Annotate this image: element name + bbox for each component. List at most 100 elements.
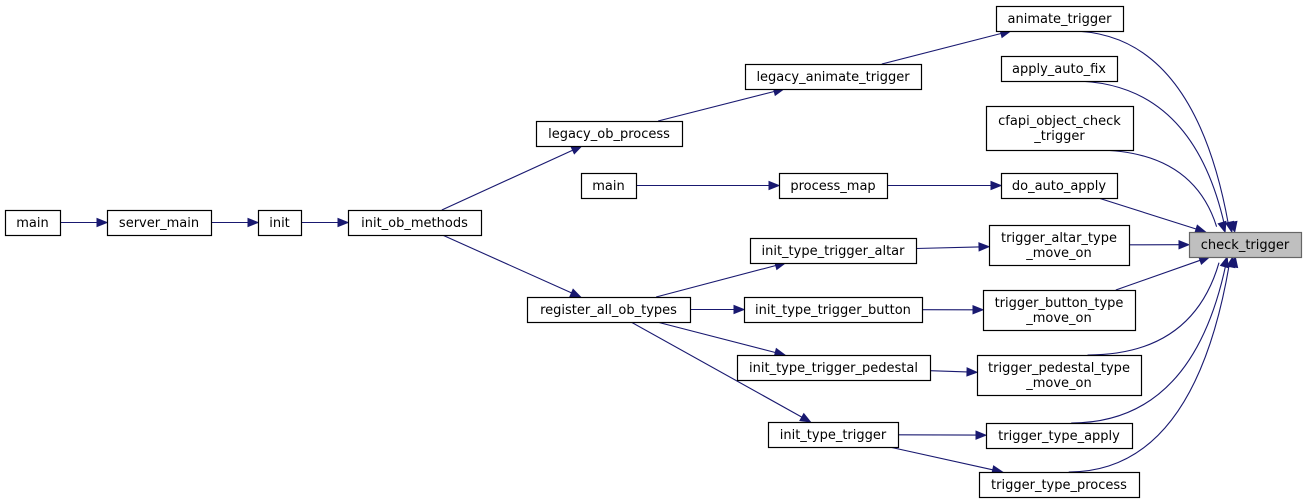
node-main-1[interactable]: main [4,209,62,237]
node-box[interactable] [778,172,889,200]
node-trigger-altar-type-move-on[interactable]: trigger_altar_type_move_on [988,224,1131,267]
node-label: register_all_ob_types [540,303,677,318]
node-label: trigger_altar_type [1001,231,1117,246]
node-label: init_ob_methods [361,216,468,231]
node-trigger-pedestal-type-move-on[interactable]: trigger_pedestal_type_move_on [976,354,1143,397]
node-legacy-animate-trigger[interactable]: legacy_animate_trigger [744,63,923,91]
node-animate-trigger[interactable]: animate_trigger [995,5,1125,33]
node-init-type-trigger[interactable]: init_type_trigger [767,421,900,449]
node-label: check_trigger [1201,238,1290,253]
node-label: init [269,216,290,231]
node-box[interactable] [1188,231,1303,259]
node-box[interactable] [535,120,684,148]
edge-register_all_ob_types-to-init_type_trigger [630,321,803,418]
edge-do_auto_apply-to-check_trigger [1098,197,1197,230]
node-box[interactable] [749,237,918,265]
node-trigger-button-type-move-on[interactable]: trigger_button_type_move_on [982,289,1137,332]
node-box[interactable] [1000,172,1119,200]
node-label: _move_on [1025,376,1092,391]
node-label: _move_on [1025,246,1092,261]
node-box[interactable] [743,296,924,324]
node-box[interactable] [1000,55,1119,83]
node-box[interactable] [4,209,62,237]
node-apply-auto-fix[interactable]: apply_auto_fix [1000,55,1119,83]
node-box[interactable] [347,209,483,237]
arrowhead-main_1-to-server_main [96,217,109,228]
graph-nodes: check_trigger animate_trigger apply_auto_f… [4,5,1303,499]
node-label: main [592,179,624,194]
node-box[interactable] [988,224,1131,267]
node-label: legacy_ob_process [548,127,670,142]
node-label: init_type_trigger_button [755,303,911,318]
arrowhead-do_auto_apply-to-check_trigger [1194,224,1207,234]
node-label: _move_on [1025,311,1092,326]
node-main-2[interactable]: main [580,172,638,200]
node-label: _trigger [1033,129,1085,144]
arrowhead-init-to-init_ob_methods [337,217,350,228]
node-label: trigger_type_apply [998,429,1120,444]
edge-trigger_type_apply-to-check_trigger [1071,264,1227,424]
node-box[interactable] [976,354,1143,397]
node-box[interactable] [526,296,692,324]
node-box[interactable] [744,63,923,91]
node-label: server_main [119,216,199,231]
node-label: cfapi_object_check [998,114,1121,129]
edge-animate_trigger-to-check_trigger [1069,30,1229,225]
node-box[interactable] [978,471,1141,499]
node-box[interactable] [580,172,638,200]
node-label: animate_trigger [1008,12,1113,27]
arrowhead-init_ob_methods-to-register_all_ob_types [569,288,582,298]
edge-trigger_type_process-to-check_trigger [1068,264,1230,473]
edge-trigger_button_type_move_on-to-check_trigger [1115,259,1201,291]
arrowhead-init_type_trigger_button-to-trigger_button_type_move_on [972,305,985,315]
edge-legacy_ob_process-to-legacy_animate_trigger [657,90,775,122]
arrowhead-main_2-to-process_map [768,180,781,191]
node-label: trigger_type_process [991,478,1127,493]
edge-cfapi_object_check_trigger-to-check_trigger [1094,149,1218,227]
node-init[interactable]: init [257,209,303,237]
node-label: trigger_pedestal_type [988,361,1130,376]
node-label: do_auto_apply [1012,179,1107,194]
node-check-trigger[interactable]: check_trigger [1188,231,1303,259]
node-trigger-type-process[interactable]: trigger_type_process [978,471,1141,499]
node-label: legacy_animate_trigger [756,70,910,85]
node-box[interactable] [257,209,303,237]
node-do-auto-apply[interactable]: do_auto_apply [1000,172,1119,200]
node-box[interactable] [985,105,1135,152]
arrowhead-register_all_ob_types-to-init_type_trigger [799,412,812,423]
node-init-ob-methods[interactable]: init_ob_methods [347,209,483,237]
node-label: init_type_trigger_altar [762,244,906,259]
node-server-main[interactable]: server_main [106,209,213,237]
node-cfapi-object-check-trigger[interactable]: cfapi_object_check_trigger [985,105,1135,152]
node-label: trigger_button_type [995,296,1124,311]
node-label: main [16,216,48,231]
node-legacy-ob-process[interactable]: legacy_ob_process [535,120,684,148]
node-process-map[interactable]: process_map [778,172,889,200]
arrowhead-init_type_trigger_pedestal-to-trigger_pedestal_type_move_on [966,367,979,377]
edge-init_ob_methods-to-register_all_ob_types [442,234,572,294]
node-init-type-trigger-pedestal[interactable]: init_type_trigger_pedestal [736,354,932,382]
edge-init_type_trigger_pedestal-to-trigger_pedestal_type_move_on [929,370,968,373]
node-box[interactable] [982,289,1137,332]
node-box[interactable] [736,354,932,382]
node-register-all-ob-types[interactable]: register_all_ob_types [526,296,692,324]
arrowhead-server_main-to-init [247,217,260,228]
node-label: apply_auto_fix [1012,62,1106,77]
edge-init_type_trigger-to-trigger_type_process [889,446,993,471]
node-trigger-type-apply[interactable]: trigger_type_apply [985,422,1134,450]
edge-register_all_ob_types-to-init_type_trigger_altar [655,264,776,298]
node-init-type-trigger-button[interactable]: init_type_trigger_button [743,296,924,324]
edge-register_all_ob_types-to-init_type_trigger_pedestal [656,321,776,354]
node-init-type-trigger-altar[interactable]: init_type_trigger_altar [749,237,918,265]
edge-apply_auto_fix-to-check_trigger [1072,80,1226,226]
node-box[interactable] [106,209,213,237]
arrowhead-init_ob_methods-to-legacy_ob_process [570,145,583,155]
node-label: process_map [790,179,875,194]
arrowhead-init_type_trigger-to-trigger_type_apply [975,430,988,440]
edge-init_ob_methods-to-legacy_ob_process [441,149,573,211]
node-box[interactable] [995,5,1125,33]
node-box[interactable] [767,421,900,449]
node-box[interactable] [985,422,1134,450]
